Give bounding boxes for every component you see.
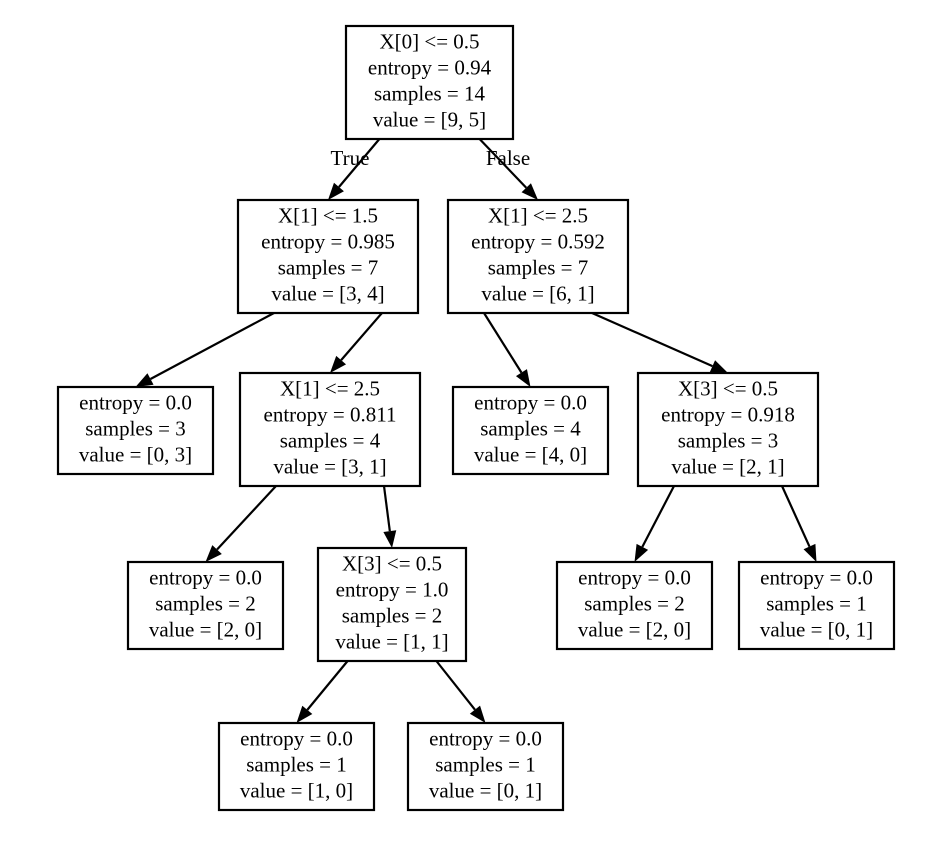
node-text-line: samples = 3 xyxy=(85,416,186,440)
node-box[interactable] xyxy=(737,560,896,651)
node-text-line: X[3] <= 0.5 xyxy=(678,376,778,400)
edge-label-false: False xyxy=(486,146,530,170)
node-text-line: samples = 2 xyxy=(155,591,256,615)
node-text-line: entropy = 0.985 xyxy=(261,229,395,253)
node-text-line: samples = 2 xyxy=(342,603,443,627)
node-text-line: entropy = 0.0 xyxy=(760,565,873,589)
node-box[interactable] xyxy=(555,560,714,651)
node-text-line: samples = 14 xyxy=(374,81,485,105)
node-text-line: value = [6, 1] xyxy=(481,281,594,305)
node-text-line: value = [3, 4] xyxy=(271,281,384,305)
edge-labels-layer: True False xyxy=(331,146,531,170)
node-text-line: samples = 3 xyxy=(678,428,779,452)
node-text-line: value = [0, 1] xyxy=(429,778,542,802)
edge-label-true: True xyxy=(331,146,370,170)
node-text-line: samples = 7 xyxy=(278,255,379,279)
node-box[interactable] xyxy=(126,560,285,651)
node-text-line: entropy = 1.0 xyxy=(336,577,449,601)
node-text-line: samples = 7 xyxy=(488,255,589,279)
node-text-line: X[1] <= 1.5 xyxy=(278,203,378,227)
node-box[interactable] xyxy=(344,24,515,141)
node-box[interactable] xyxy=(406,721,565,812)
node-text-line: X[1] <= 2.5 xyxy=(488,203,588,227)
tree-edge xyxy=(328,138,381,200)
node-text-line: value = [2, 1] xyxy=(671,454,784,478)
node-box[interactable] xyxy=(446,198,630,315)
node-text-line: entropy = 0.0 xyxy=(474,390,587,414)
tree-edge xyxy=(483,312,531,387)
node-box[interactable] xyxy=(238,371,422,488)
node-text-line: samples = 1 xyxy=(246,752,347,776)
tree-edge xyxy=(382,485,397,548)
node-text-line: entropy = 0.0 xyxy=(149,565,262,589)
node-text-line: samples = 1 xyxy=(766,591,867,615)
node-text-line: value = [2, 0] xyxy=(578,617,691,641)
node-text-line: value = [9, 5] xyxy=(373,107,486,131)
node-text-line: entropy = 0.918 xyxy=(661,402,795,426)
node-text-line: entropy = 0.0 xyxy=(79,390,192,414)
edges-layer xyxy=(135,138,817,723)
node-text-line: X[1] <= 2.5 xyxy=(280,376,380,400)
tree-edge xyxy=(591,311,728,373)
node-text-line: entropy = 0.94 xyxy=(368,55,492,79)
node-text-line: value = [4, 0] xyxy=(474,442,587,466)
node-box[interactable] xyxy=(56,385,215,476)
node-text-line: samples = 4 xyxy=(280,428,381,452)
tree-edge xyxy=(330,312,383,373)
node-box[interactable] xyxy=(316,546,468,663)
node-text-line: entropy = 0.0 xyxy=(578,565,691,589)
node-text-line: entropy = 0.0 xyxy=(240,726,353,750)
tree-edge xyxy=(435,660,486,723)
node-text-line: samples = 1 xyxy=(435,752,536,776)
node-text-line: X[3] <= 0.5 xyxy=(342,551,442,575)
node-text-line: X[0] <= 0.5 xyxy=(379,29,479,53)
node-box[interactable] xyxy=(236,198,420,315)
tree-edge xyxy=(135,312,275,387)
node-text-line: samples = 2 xyxy=(584,591,685,615)
tree-edge xyxy=(780,485,817,562)
node-box[interactable] xyxy=(217,721,376,812)
tree-edge xyxy=(205,485,277,562)
tree-edge xyxy=(478,138,538,200)
node-text-line: entropy = 0.592 xyxy=(471,229,605,253)
node-text-line: value = [2, 0] xyxy=(149,617,262,641)
node-text-line: value = [0, 3] xyxy=(79,442,192,466)
node-text-line: value = [0, 1] xyxy=(760,617,873,641)
node-text-line: samples = 4 xyxy=(480,416,581,440)
node-box[interactable] xyxy=(636,371,820,488)
node-box[interactable] xyxy=(451,385,610,476)
tree-edge xyxy=(634,485,675,562)
tree-edge xyxy=(296,660,349,723)
node-text-line: entropy = 0.0 xyxy=(429,726,542,750)
node-text-line: value = [1, 1] xyxy=(335,629,448,653)
node-text-line: value = [3, 1] xyxy=(273,454,386,478)
node-text-line: value = [1, 0] xyxy=(240,778,353,802)
node-text-line: entropy = 0.811 xyxy=(264,402,397,426)
